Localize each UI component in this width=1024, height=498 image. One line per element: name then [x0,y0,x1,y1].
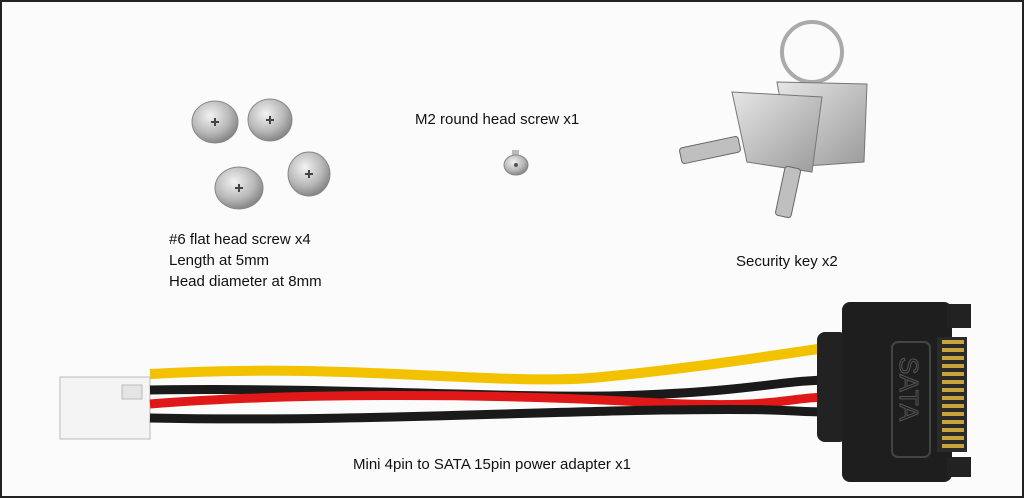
flat-screw-label-line: Head diameter at 8mm [169,273,322,290]
flat-head-screws [191,98,331,210]
sata-embossed-text: SATA [894,357,924,422]
flat-screw-label-line: Length at 5mm [169,252,270,269]
m2-screw [503,150,529,176]
security-keys [679,20,868,219]
security-key-label: Security key x2 [736,253,838,270]
sata-connector [817,332,847,442]
sata-power-adapter: SATA [59,302,971,482]
m2-screw-label: M2 round head screw x1 [415,111,580,128]
flat-screw-label: #6 flat head screw x4 Length at 5mm Head… [169,229,322,292]
adapter-label: Mini 4pin to SATA 15pin power adapter x1 [353,456,631,473]
flat-screw-label-line: #6 flat head screw x4 [169,231,311,248]
